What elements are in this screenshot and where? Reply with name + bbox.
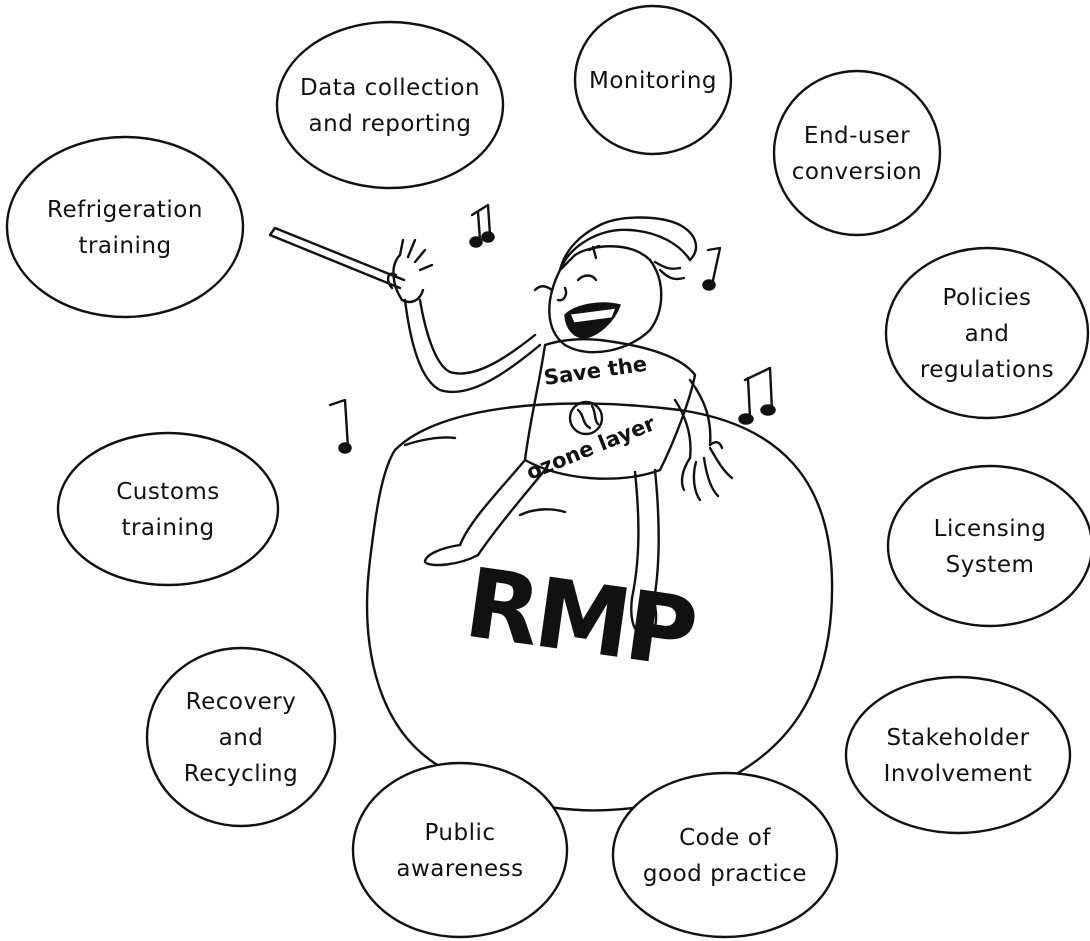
conductor-hair <box>533 260 686 292</box>
globe-logo <box>568 400 604 436</box>
rmp-label: RMP <box>459 547 701 690</box>
bubble-outline <box>351 761 569 939</box>
bubble-label: good practice <box>643 861 807 887</box>
bubble-refrigeration: Refrigeration training <box>5 135 245 319</box>
conductor-leg-right <box>630 468 660 602</box>
conductor-head <box>548 245 663 354</box>
conductor-cap <box>587 244 601 260</box>
bubble-end-user: End-user conversion <box>772 69 942 237</box>
music-note-icon <box>469 203 495 248</box>
conductor-teeth <box>569 307 617 324</box>
bubble-label: Monitoring <box>589 68 717 94</box>
conductor-foot-left <box>423 543 480 567</box>
globe-logo <box>576 404 600 430</box>
bubble-outline <box>145 646 337 828</box>
bubble-label: conversion <box>792 159 923 185</box>
conductor-shirt <box>523 338 697 480</box>
bubble-outline <box>884 246 1090 420</box>
bubble-label: Involvement <box>884 761 1033 787</box>
conductor-hand-right <box>680 440 734 502</box>
bubble-outline <box>844 675 1072 835</box>
conductor-eye <box>556 286 568 302</box>
bubble-label: Refrigeration <box>47 197 203 223</box>
ball-bounce-line <box>518 508 567 517</box>
bubble-label: and <box>219 725 264 751</box>
bubble-label: training <box>78 233 171 259</box>
bubble-label: Data collection <box>300 75 480 101</box>
bubble-label: Public <box>424 820 495 846</box>
shirt-text-top: Save the <box>542 352 648 390</box>
conductor-leg-left <box>458 458 547 557</box>
bubble-label: Stakeholder <box>886 725 1029 751</box>
bubble-policies: Policies and regulations <box>884 246 1090 420</box>
bubble-label: Code of <box>679 825 771 851</box>
bubble-customs: Customs training <box>56 431 280 587</box>
bubble-monitoring: Monitoring <box>573 4 733 156</box>
conductor-arm <box>403 298 542 393</box>
bubble-label: and <box>965 321 1010 347</box>
bubble-label: Recycling <box>184 761 298 787</box>
bubble-label: and reporting <box>309 111 472 137</box>
bubble-label: Licensing <box>934 516 1047 542</box>
rmp-ball <box>365 402 834 812</box>
conductor-foot-right <box>630 596 658 638</box>
bubble-outline <box>886 464 1090 628</box>
bubble-outline <box>573 4 733 156</box>
music-note-icon <box>702 246 722 291</box>
bubble-outline <box>772 69 942 237</box>
bubble-outline <box>275 20 505 190</box>
bubble-label: System <box>946 552 1035 578</box>
music-note-icon <box>328 398 352 454</box>
conductor-arm <box>418 298 537 375</box>
bubble-code-practice: Code of good practice <box>611 771 839 939</box>
music-note-icon <box>738 366 776 425</box>
bubble-outline <box>5 135 245 319</box>
bubble-label: Recovery <box>186 689 297 715</box>
bubble-label: End-user <box>804 123 910 149</box>
conductor-baton <box>268 226 406 290</box>
conductor-hand <box>386 238 434 304</box>
conductor-eye <box>576 274 598 282</box>
bubble-label: awareness <box>396 856 523 882</box>
bubble-outline <box>611 771 839 939</box>
bubble-data-collection: Data collection and reporting <box>275 20 505 190</box>
bubble-label: regulations <box>920 357 1054 383</box>
conductor-cap <box>558 216 698 272</box>
bubble-label: Customs <box>116 479 220 505</box>
ball-bounce-line <box>403 436 457 447</box>
bubble-label: Policies <box>942 285 1031 311</box>
bubble-label: training <box>121 515 214 541</box>
bubble-outline <box>56 431 280 587</box>
bubble-public-awareness: Public awareness <box>351 761 569 939</box>
conductor-arm-right <box>673 378 712 460</box>
